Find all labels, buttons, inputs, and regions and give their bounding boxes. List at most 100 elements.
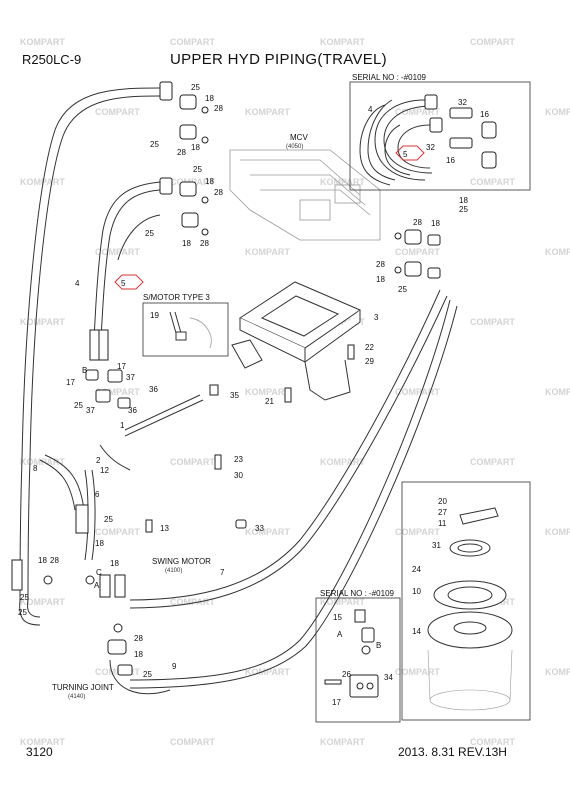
- mcv-block: [229, 149, 381, 241]
- callout-label: 37: [126, 373, 135, 382]
- callout-label: 27: [438, 508, 447, 517]
- callout-label: 18: [459, 196, 468, 205]
- callout-label: 16: [446, 156, 455, 165]
- serial-inset-bottom: [315, 597, 401, 723]
- callout-label: 25: [18, 608, 27, 617]
- watermark-text: COMPART: [95, 247, 140, 257]
- callout-label: 18: [134, 650, 143, 659]
- watermark-text: KOMPART: [245, 387, 290, 397]
- callout-label: 30: [234, 471, 243, 480]
- watermark-text: COMPART: [395, 527, 440, 537]
- callout-label: 28: [214, 188, 223, 197]
- callout-label: 3: [374, 313, 379, 322]
- callout-label: 34: [384, 673, 393, 682]
- watermark-text: KOMPART: [545, 387, 570, 397]
- callout-label: 7: [220, 568, 225, 577]
- watermark-text: KOMPART: [545, 527, 570, 537]
- swing-motor-label: SWING MOTOR: [152, 557, 211, 566]
- callout-label: 21: [265, 397, 274, 406]
- callout-label: 25: [193, 165, 202, 174]
- callout-label: A: [94, 581, 100, 590]
- pipe-lines: [19, 87, 458, 695]
- callout-label: 25: [398, 285, 407, 294]
- watermark-text: KOMPART: [320, 37, 365, 47]
- callout-label: 26: [342, 670, 351, 679]
- callout-label: 25: [145, 229, 154, 238]
- callout-label: 13: [160, 524, 169, 533]
- callout-label: 18: [38, 556, 47, 565]
- callout-label: 25: [459, 205, 468, 214]
- bracket-3: [231, 281, 362, 401]
- callout-label: 28: [413, 218, 422, 227]
- watermark-text: COMPART: [395, 247, 440, 257]
- watermark-text: KOMPART: [245, 667, 290, 677]
- callout-label: 28: [214, 104, 223, 113]
- callout-label: 2: [96, 456, 101, 465]
- watermark-text: KOMPART: [320, 177, 365, 187]
- callout-label: 33: [255, 524, 264, 533]
- callout-label: 4: [368, 105, 373, 114]
- callout-label: 6: [95, 490, 100, 499]
- watermark-text: COMPART: [395, 107, 440, 117]
- watermark-text: COMPART: [95, 387, 140, 397]
- callout-label: 28: [50, 556, 59, 565]
- callout-label: 24: [412, 565, 421, 574]
- callout-label: 18: [191, 143, 200, 152]
- callout-5-hex-top: [395, 145, 425, 161]
- callout-label: 14: [412, 627, 421, 636]
- swing-motor-code: (4100): [165, 568, 182, 574]
- page-title: UPPER HYD PIPING(TRAVEL): [170, 51, 387, 68]
- revision-date: 2013. 8.31 REV.13H: [398, 745, 507, 759]
- watermark-text: KOMPART: [245, 247, 290, 257]
- callout-label: 9: [172, 662, 177, 671]
- watermark-text: COMPART: [470, 37, 515, 47]
- watermark-text: COMPART: [170, 597, 215, 607]
- callout-label: 25: [150, 140, 159, 149]
- callout-label: 18: [95, 539, 104, 548]
- watermark-text: KOMPART: [20, 317, 65, 327]
- model-number: R250LC-9: [22, 52, 82, 67]
- callout-label: 28: [376, 260, 385, 269]
- callout-5-hex-left: [114, 274, 144, 290]
- callout-label: 31: [432, 541, 441, 550]
- callout-label: 5: [403, 150, 408, 159]
- callout-label: 29: [365, 357, 374, 366]
- callout-label: 25: [20, 593, 29, 602]
- watermark-text: COMPART: [170, 737, 215, 747]
- watermark-text: COMPART: [470, 457, 515, 467]
- watermark-text: KOMPART: [245, 107, 290, 117]
- callout-label: 17: [66, 378, 75, 387]
- serial-inset-top: [349, 81, 531, 191]
- watermark-text: KOMPART: [545, 107, 570, 117]
- callout-label: B: [376, 641, 381, 650]
- callout-label: 36: [149, 385, 158, 394]
- page-number: 3120: [26, 745, 53, 759]
- watermark-text: KOMPART: [20, 37, 65, 47]
- watermark-text: KOMPART: [545, 247, 570, 257]
- serial-label-bottom: SERIAL NO : -#0109: [320, 589, 395, 598]
- watermark-text: COMPART: [95, 527, 140, 537]
- callout-label: 12: [100, 466, 109, 475]
- callout-label: 20: [438, 497, 447, 506]
- callout-label: 17: [117, 362, 126, 371]
- mcv-code: (4050): [286, 144, 303, 150]
- watermark-text: COMPART: [470, 737, 515, 747]
- callout-label: 22: [365, 343, 374, 352]
- callout-label: 19: [150, 311, 159, 320]
- callout-label: 15: [333, 613, 342, 622]
- callout-label: 11: [438, 519, 447, 528]
- watermark-text: COMPART: [170, 457, 215, 467]
- callout-label: 18: [431, 219, 440, 228]
- callout-labels: 25 18 28 25 28 18 25 18 28 25 18 28 4 5 …: [18, 83, 489, 707]
- callout-label: 18: [376, 275, 385, 284]
- watermark-text: KOMPART: [20, 737, 65, 747]
- callout-label: 25: [104, 515, 113, 524]
- watermark-text: KOMPART: [320, 457, 365, 467]
- mcv-label: MCV: [290, 133, 308, 142]
- callout-label: 18: [205, 94, 214, 103]
- watermark-text: KOMPART: [20, 177, 65, 187]
- watermark-text: KOMPART: [245, 527, 290, 537]
- watermark-text: KOMPART: [545, 667, 570, 677]
- callout-label: 18: [205, 177, 214, 186]
- turning-joint-label: TURNING JOINT: [52, 683, 114, 692]
